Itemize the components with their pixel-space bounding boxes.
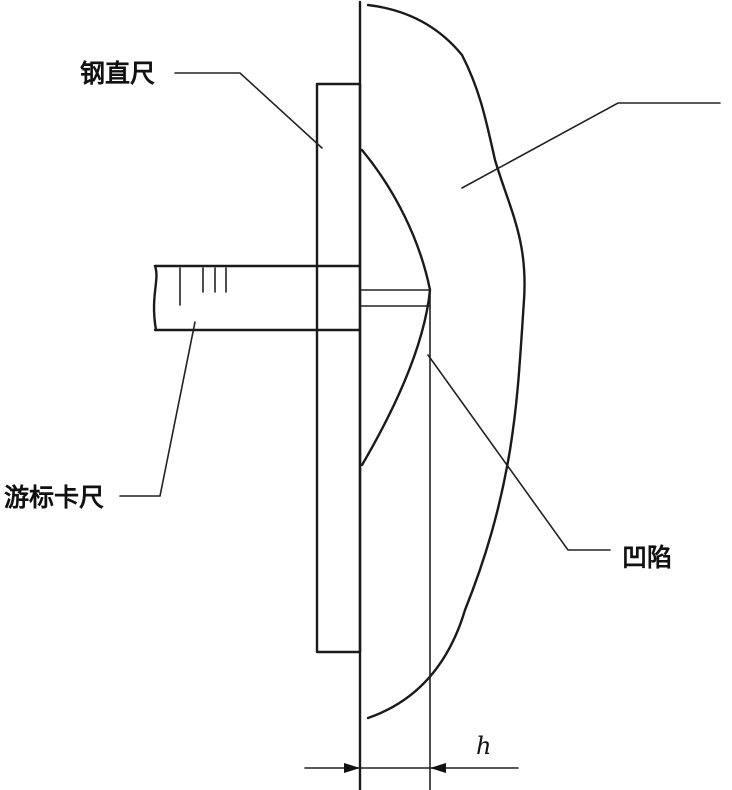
- vernier-caliper: [152, 264, 431, 332]
- workpiece-outline: [366, 3, 526, 720]
- vernier-caliper-label: 游标卡尺: [4, 483, 104, 512]
- steel-ruler-label: 钢直尺: [80, 59, 155, 88]
- dent-leader: [427, 354, 611, 551]
- steel-ruler-leader: [174, 72, 323, 149]
- steel-ruler: [315, 82, 362, 654]
- vernier-caliper-leader: [119, 321, 196, 497]
- depth-dimension: [304, 763, 519, 773]
- depth-dimension-label: h: [476, 732, 491, 760]
- dent-label: 凹陷: [622, 543, 672, 572]
- dent-curve: [360, 148, 432, 467]
- workpiece-leader: [461, 102, 721, 189]
